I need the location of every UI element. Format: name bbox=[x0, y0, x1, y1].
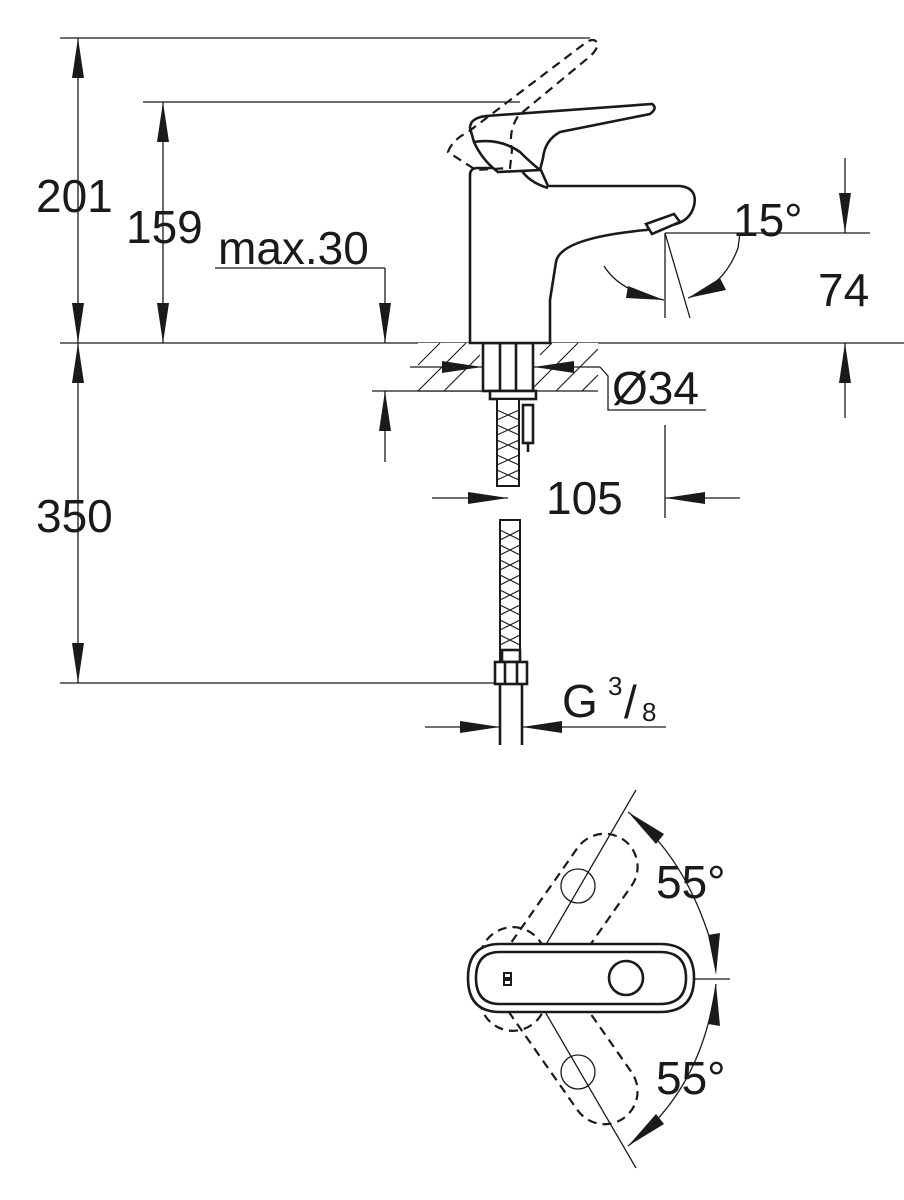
dim-connection-g: G bbox=[562, 675, 598, 727]
dim-74: 74 bbox=[818, 264, 869, 316]
dim-angle-55-bottom: 55° bbox=[656, 1052, 726, 1104]
dim-connection-denominator: 8 bbox=[642, 697, 656, 727]
dim-201: 201 bbox=[36, 170, 113, 222]
faucet-top-view-icon bbox=[466, 789, 730, 1169]
dim-connection-numerator: 3 bbox=[608, 671, 622, 701]
dim-350: 350 bbox=[36, 490, 113, 542]
faucet-side-elevation-icon bbox=[60, 37, 904, 745]
dim-connection-slash: / bbox=[624, 676, 637, 728]
dim-diameter-34: Ø34 bbox=[612, 362, 699, 414]
dim-105: 105 bbox=[546, 472, 623, 524]
dim-angle-55-top: 55° bbox=[656, 856, 726, 908]
dim-max30: max.30 bbox=[218, 222, 369, 274]
dim-159: 159 bbox=[126, 201, 203, 253]
dim-angle-15: 15° bbox=[733, 194, 803, 246]
